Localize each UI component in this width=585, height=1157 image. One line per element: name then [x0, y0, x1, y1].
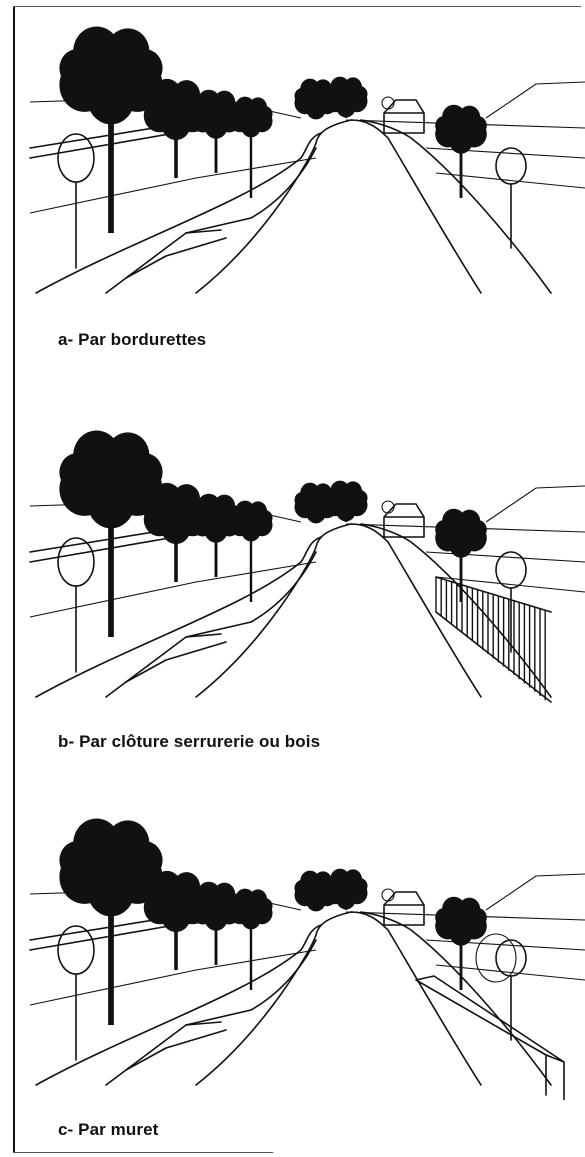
- caption-c: c- Par muret: [58, 1120, 159, 1139]
- caption-b: b- Par clôture serrurerie ou bois: [58, 732, 321, 751]
- panel-a: [16, 8, 585, 308]
- tree-center-2: [324, 868, 368, 910]
- tree-left-3: [190, 881, 242, 965]
- street-illustration-kerb: [29, 26, 585, 294]
- road-right-edge: [350, 523, 482, 698]
- panel-b: [16, 412, 585, 712]
- tree-large-left: [59, 818, 163, 1025]
- kerb-separator: [125, 229, 227, 279]
- left-border-line: [13, 6, 15, 1153]
- hill-outline: [485, 873, 585, 911]
- house: [383, 891, 425, 926]
- field-line-left: [29, 949, 317, 1006]
- street-illustration-low-wall: [29, 818, 585, 1100]
- tree-right: [435, 508, 487, 602]
- tree-left-3: [190, 493, 242, 577]
- bottom-border-line: [13, 1152, 273, 1153]
- tree-left-4: [229, 500, 273, 602]
- tree-left-3: [190, 89, 242, 173]
- field-line-left: [29, 157, 317, 214]
- tree-center-2: [324, 76, 368, 118]
- tree-large-left: [59, 430, 163, 637]
- top-border-line: [13, 6, 581, 7]
- tree-right: [435, 896, 487, 990]
- caption-a: a- Par bordurettes: [58, 330, 207, 349]
- panel-c: [16, 800, 585, 1100]
- road-left-edge: [195, 119, 352, 294]
- fence: [435, 577, 546, 701]
- house-chimney: [381, 96, 395, 110]
- round-road-sign-right-2: [475, 933, 517, 983]
- house-chimney: [381, 888, 395, 902]
- sidewalk-outer-edge: [35, 924, 322, 1086]
- sidewalk-outer-edge: [35, 536, 322, 698]
- street-illustration-fence: [29, 430, 585, 703]
- tree-large-left: [59, 26, 163, 233]
- house: [383, 503, 425, 538]
- house: [383, 99, 425, 134]
- road-right-edge: [350, 119, 482, 294]
- hill-outline: [485, 81, 585, 119]
- right-verge-line: [360, 523, 552, 698]
- cycle-lane-edge: [105, 551, 317, 698]
- road-left-edge: [195, 523, 352, 698]
- sidewalk-outer-edge: [35, 132, 322, 294]
- cycle-lane-edge: [105, 939, 317, 1086]
- road-right-edge: [350, 911, 482, 1086]
- cycle-lane-edge: [105, 147, 317, 294]
- low-wall: [415, 975, 565, 1100]
- right-verge-line: [360, 119, 552, 294]
- road-left-edge: [195, 911, 352, 1086]
- fence-rails: [435, 576, 552, 703]
- kerb-separator: [125, 1021, 227, 1071]
- tree-left-4: [229, 96, 273, 198]
- tree-right: [435, 104, 487, 198]
- kerb-separator: [125, 633, 227, 683]
- right-verge-line: [360, 911, 552, 1086]
- tree-center-2: [324, 480, 368, 522]
- house-chimney: [381, 500, 395, 514]
- tree-left-4: [229, 888, 273, 990]
- field-line-left: [29, 561, 317, 618]
- hill-outline: [485, 485, 585, 523]
